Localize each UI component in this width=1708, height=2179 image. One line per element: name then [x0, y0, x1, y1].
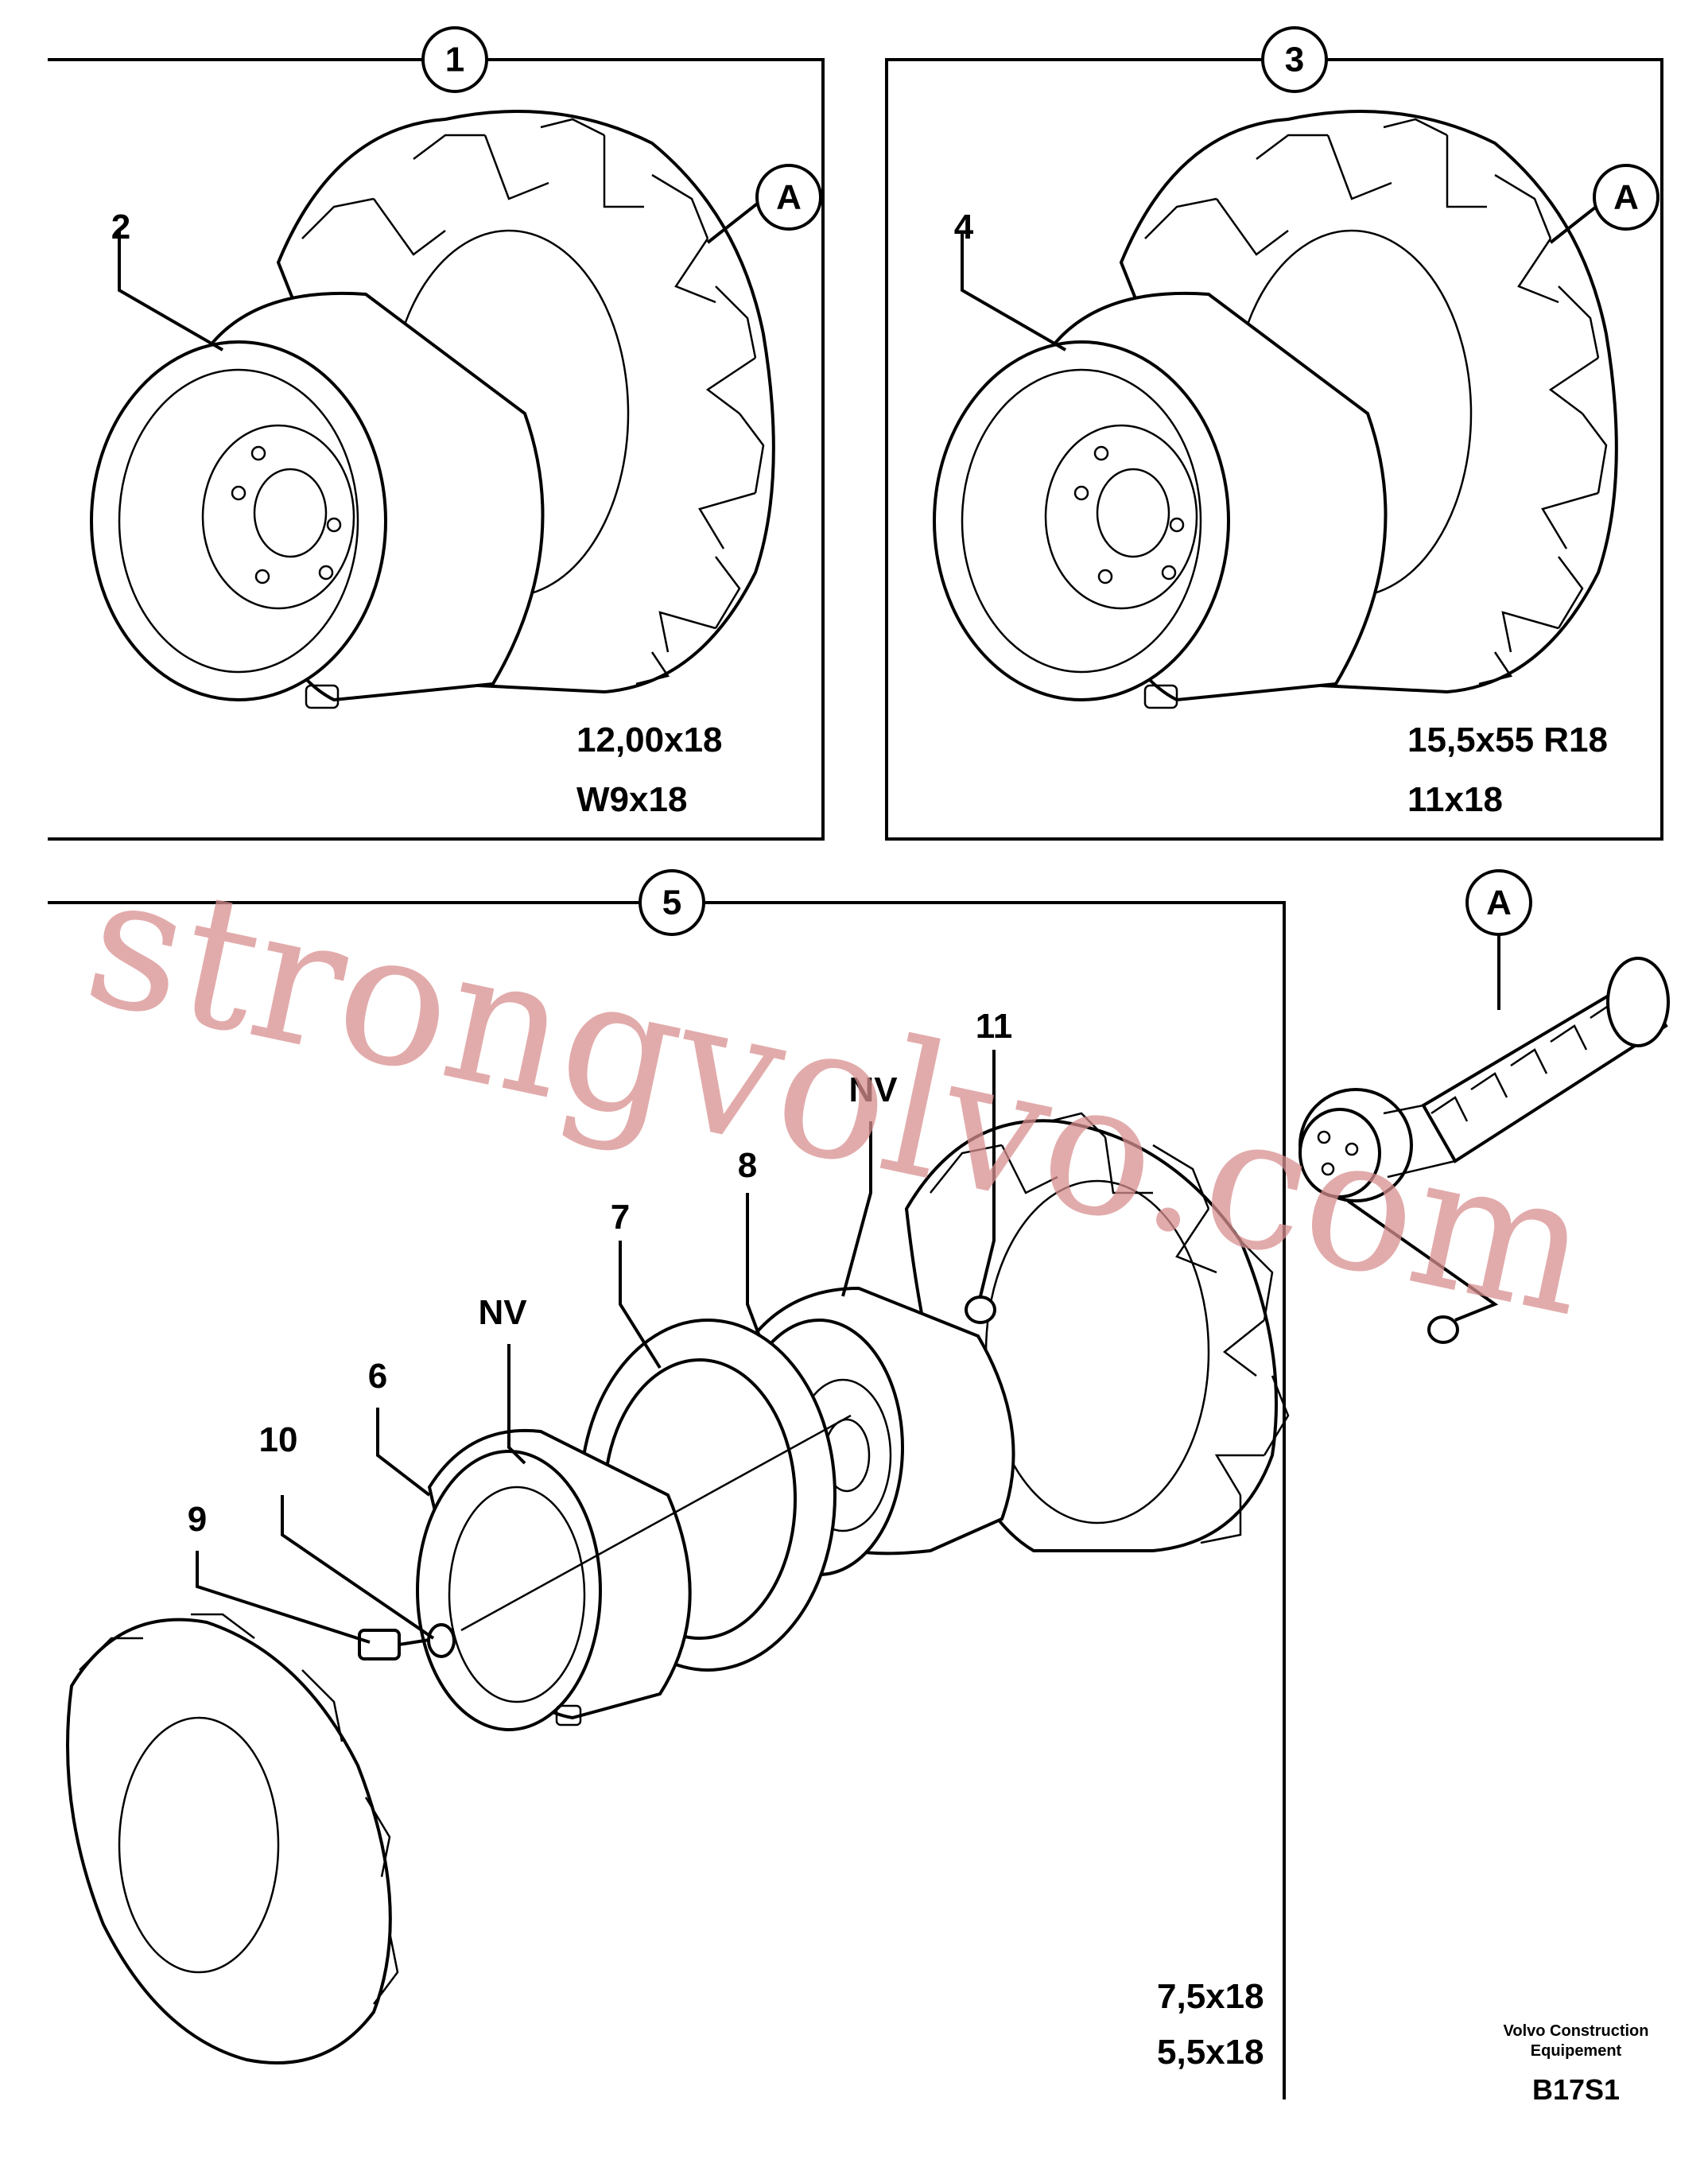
panel-3-number-badge: [1261, 26, 1328, 93]
panel-5-spec-line1: 7,5x18: [1157, 1977, 1264, 2016]
panel-5-label-8: 8: [738, 1146, 757, 1185]
footer-drawing-code: B17S1: [1532, 2073, 1620, 2106]
panel-5-bolt: [358, 1629, 401, 1660]
panel-1-valve: [305, 684, 340, 709]
detail-a: A: [1298, 869, 1670, 1344]
panel-5-label-7: 7: [611, 1198, 630, 1237]
panel-3-rim-face: [933, 340, 1230, 701]
panel-1-callout-a-badge: [755, 164, 822, 231]
panel-1: 1 A 2 12,00x18 W9x18: [48, 26, 825, 841]
detail-a-axle-hub: [1298, 957, 1670, 1202]
panel-3-number: 3: [1285, 41, 1304, 80]
panel-5-inner-tyre: [66, 1613, 399, 2064]
panel-5-leader-6: [376, 1408, 431, 1497]
panel-5-spec-line2: 5,5x18: [1157, 2033, 1264, 2072]
panel-3-tyre-drawing: [933, 110, 1618, 709]
panel-5-valve: [555, 1704, 582, 1726]
panel-1-tyre-drawing: [90, 110, 775, 709]
panel-3-callout-a: A: [1613, 178, 1639, 217]
panel-5-leader-nv-lower: [507, 1344, 526, 1465]
panel-1-number: 1: [445, 41, 464, 80]
panel-5-leader-nv-upper: [841, 1121, 872, 1297]
panel-3: 3 A 4 15,5x55 R18 11x18: [885, 26, 1663, 841]
panel-5-bolt-shank: [398, 1638, 430, 1646]
panel-5-label-10: 10: [259, 1420, 298, 1459]
panel-5-leader-11: [979, 1050, 996, 1297]
panel-1-spec-rim: W9x18: [576, 780, 687, 819]
panel-1-leader-2: [118, 231, 223, 352]
panel-5-number-badge: [639, 869, 705, 936]
panel-1-part-label-2: 2: [111, 208, 130, 247]
panel-5-washer: [427, 1623, 456, 1658]
panel-1-leader-a: [706, 197, 765, 244]
panel-3-spec-tyre: 15,5x55 R18: [1407, 721, 1608, 759]
panel-5-frame: [48, 901, 1286, 2099]
panel-5-leader-8: [746, 1193, 761, 1337]
panel-5-inner-rim-face: [416, 1450, 602, 1731]
panel-3-valve: [1143, 684, 1178, 709]
panel-5: 5: [48, 869, 1290, 2099]
panel-3-callout-a-badge: [1593, 164, 1659, 231]
panel-1-spec-tyre: 12,00x18: [576, 721, 723, 759]
panel-5-nut: [965, 1295, 996, 1324]
panel-1-number-badge: [421, 26, 488, 93]
panel-3-spec-rim: 11x18: [1407, 780, 1503, 819]
panel-5-leader-9: [196, 1551, 371, 1644]
detail-a-nut-leader: [1346, 1199, 1499, 1322]
panel-5-label-nv-lower: NV: [478, 1293, 527, 1332]
panel-1-callout-a: A: [776, 178, 802, 217]
panel-5-inner-rim: [416, 1428, 692, 1731]
panel-5-number: 5: [662, 884, 681, 922]
panel-5-label-9: 9: [188, 1500, 207, 1539]
panel-3-leader-4: [961, 231, 1066, 352]
footer-brand-line2: Equipement: [1531, 2042, 1622, 2060]
panel-5-label-nv-upper: NV: [848, 1070, 898, 1109]
footer: Volvo Construction Equipement B17S1: [1504, 2022, 1649, 2106]
panel-5-leader-10: [281, 1495, 435, 1640]
panel-5-label-11: 11: [976, 1007, 1013, 1046]
panel-1-rim-face: [90, 340, 387, 701]
panel-5-leader-7: [619, 1241, 662, 1369]
detail-a-callout: A: [1486, 884, 1512, 922]
panel-3-part-label-4: 4: [954, 208, 974, 247]
panel-5-label-6: 6: [368, 1357, 387, 1396]
footer-brand-line1: Volvo Construction: [1504, 2022, 1649, 2040]
panel-5-assembly-axis: [460, 1414, 852, 1632]
detail-a-nut: [1427, 1315, 1459, 1344]
